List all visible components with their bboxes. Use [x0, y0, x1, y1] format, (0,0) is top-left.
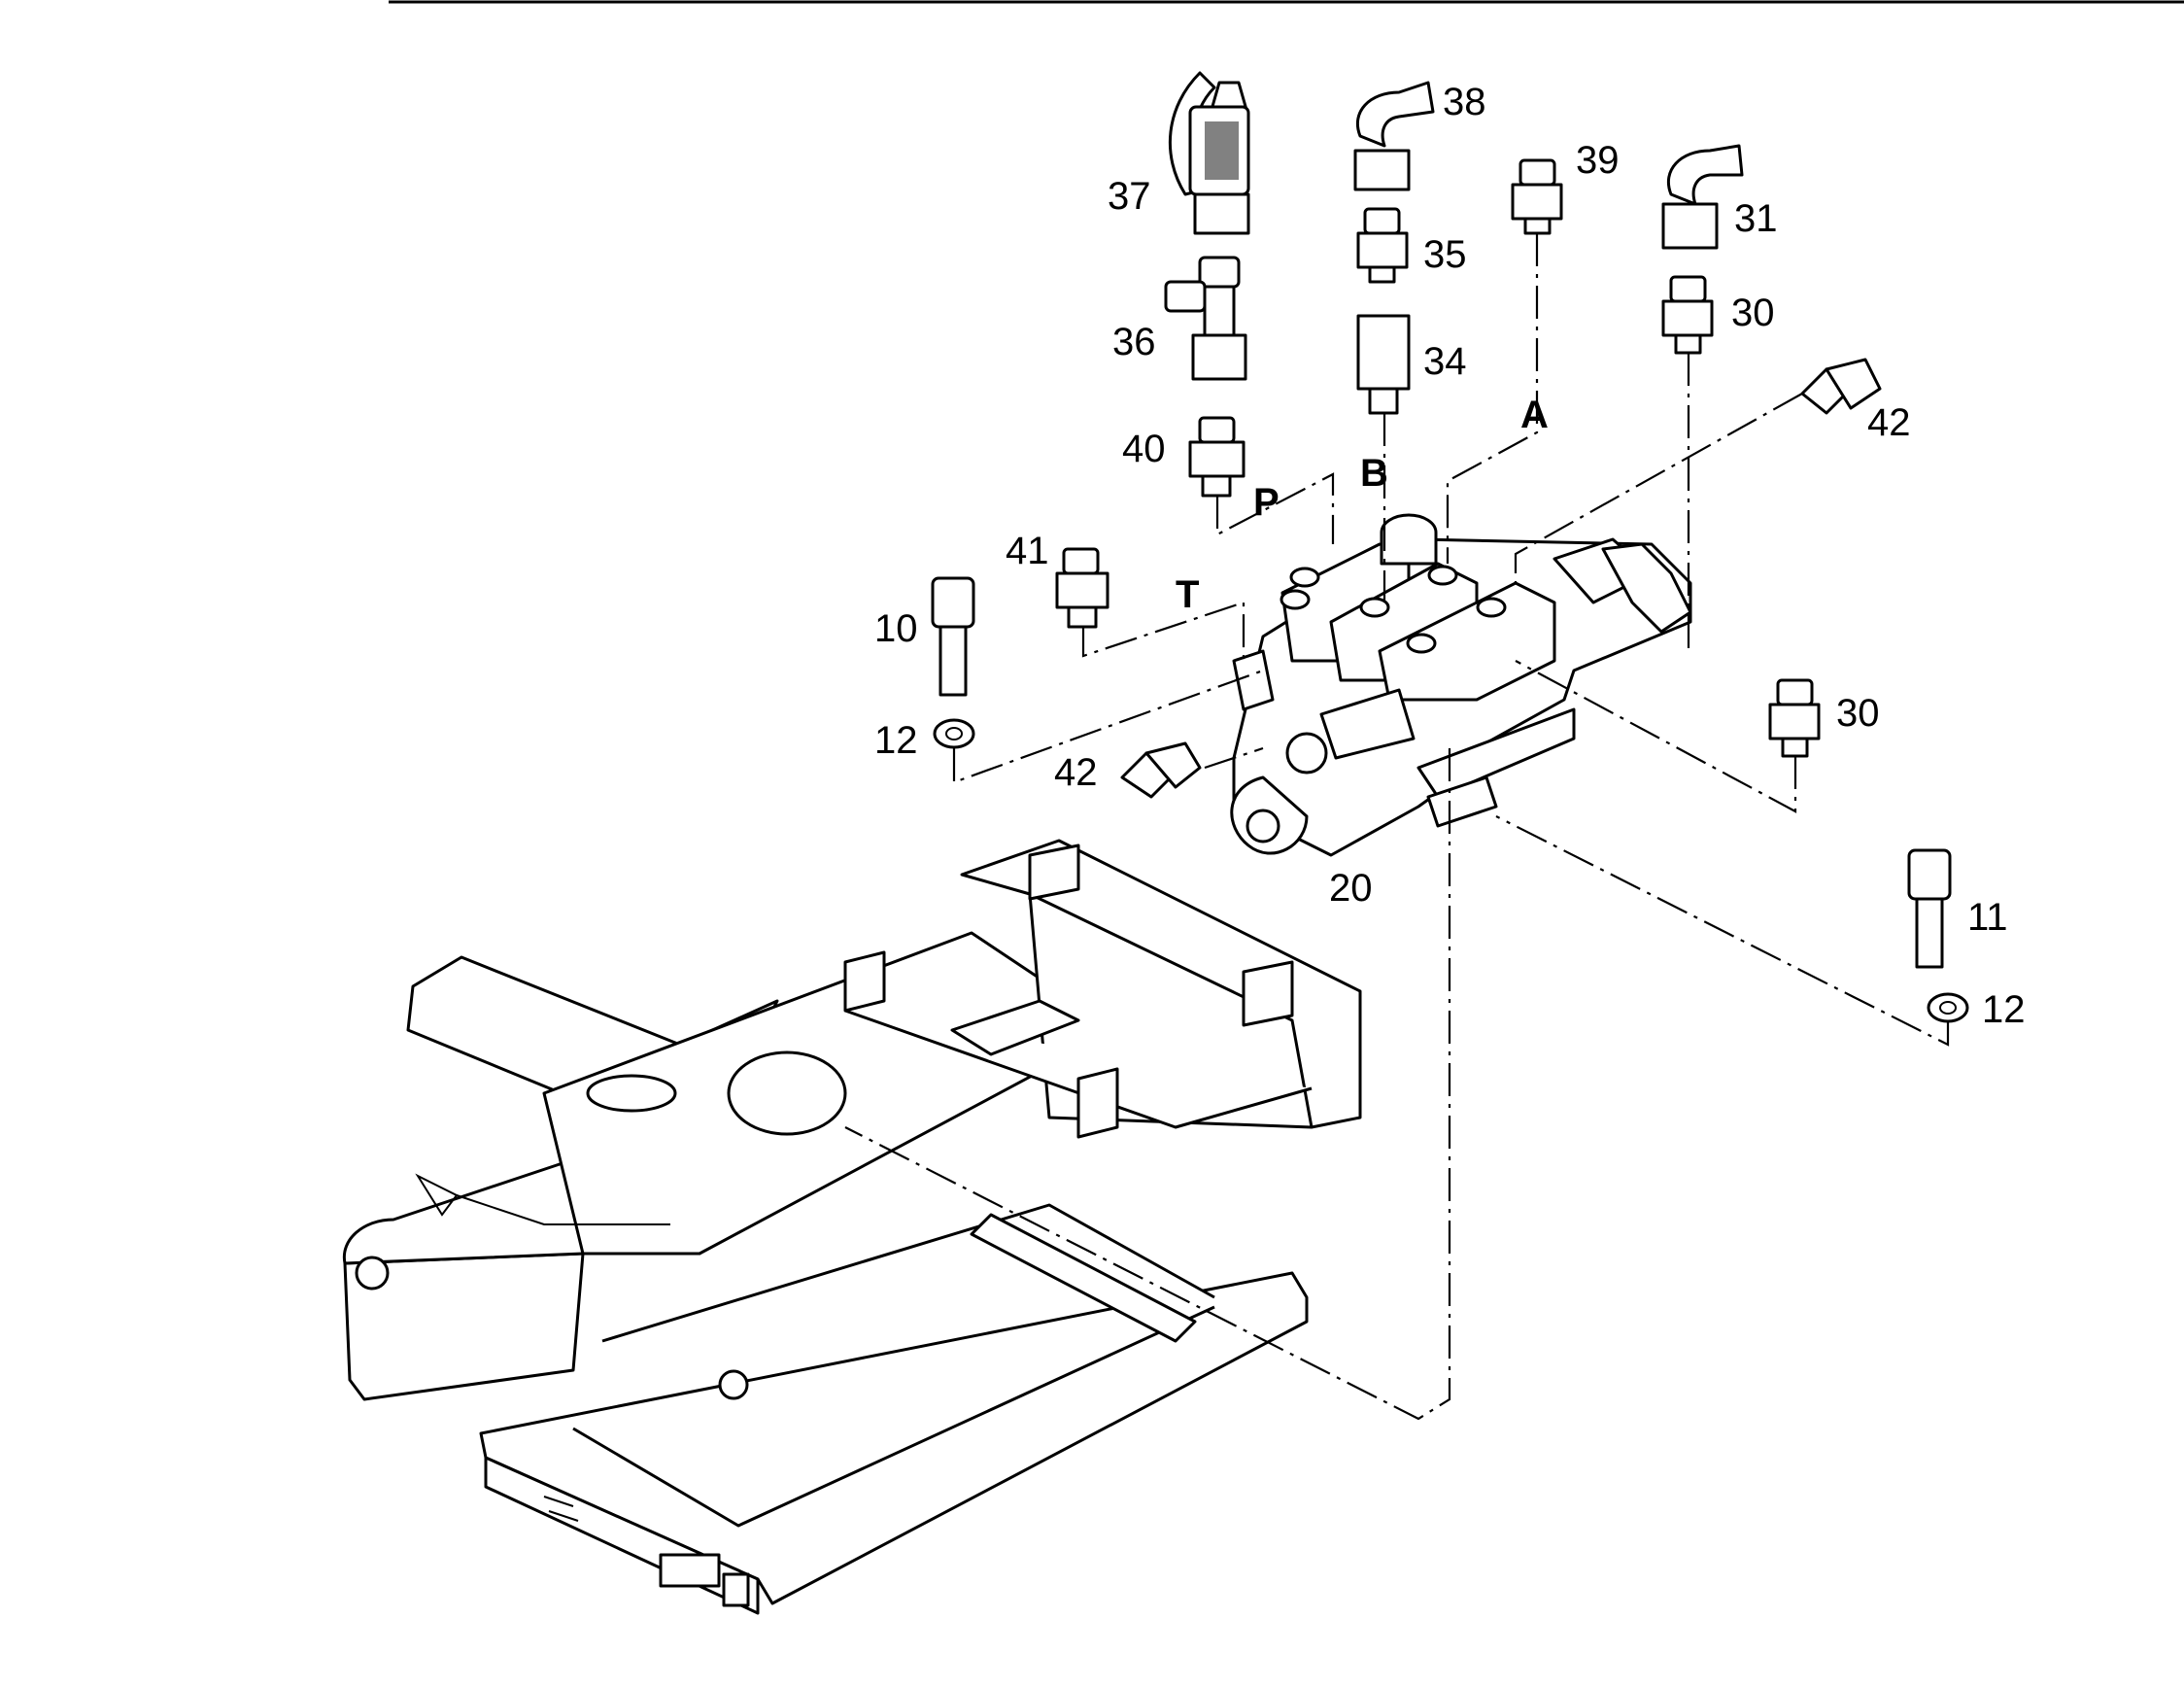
callout-labels: 37 38 39 31 35 30 36 34 42 40 41 10 12 4…: [874, 81, 2026, 1031]
callout-38: 38: [1443, 81, 1486, 123]
fitting-34: [1356, 314, 1411, 415]
fitting-39: [1511, 158, 1563, 235]
callout-40: 40: [1122, 428, 1166, 470]
callout-41: 41: [1006, 530, 1049, 572]
fitting-42-left: [1120, 741, 1202, 799]
callout-30-upper: 30: [1731, 292, 1775, 334]
fitting-31: [1661, 144, 1744, 250]
fitting-30-lower: [1768, 678, 1821, 758]
callout-30-lower: 30: [1836, 692, 1880, 735]
port-label-a: A: [1520, 394, 1549, 436]
callout-11: 11: [1967, 896, 2008, 939]
port-label-b: B: [1360, 452, 1388, 495]
callout-12-right: 12: [1982, 988, 2026, 1031]
fitting-42-right: [1800, 358, 1882, 415]
callout-39: 39: [1576, 139, 1620, 182]
callout-31: 31: [1734, 197, 1778, 240]
leader-lines: [844, 233, 1950, 1421]
callout-36: 36: [1112, 321, 1156, 363]
washer-12-right: [1927, 992, 1969, 1023]
fitting-35: [1356, 207, 1409, 284]
callout-42-left: 42: [1054, 751, 1098, 794]
fitting-38: [1353, 81, 1435, 191]
washer-12-left: [933, 718, 975, 749]
fitting-41: [1055, 547, 1109, 629]
callout-42-right: 42: [1867, 401, 1911, 444]
bolt-11: [1907, 848, 1952, 969]
bolt-10: [931, 576, 975, 697]
chassis-frame: [342, 839, 1362, 1615]
callout-10: 10: [874, 607, 918, 650]
callout-35: 35: [1423, 233, 1467, 276]
valve-block-20: [1230, 513, 1692, 857]
callout-34: 34: [1423, 340, 1467, 383]
callout-20: 20: [1329, 867, 1373, 910]
fitting-40: [1188, 416, 1246, 498]
port-label-p: P: [1253, 481, 1280, 524]
fitting-30-upper: [1661, 275, 1714, 355]
callout-12-left: 12: [874, 719, 918, 762]
fitting-36: [1164, 256, 1247, 381]
port-label-t: T: [1176, 573, 1199, 616]
callout-37: 37: [1108, 175, 1151, 218]
fitting-37: [1168, 71, 1250, 235]
